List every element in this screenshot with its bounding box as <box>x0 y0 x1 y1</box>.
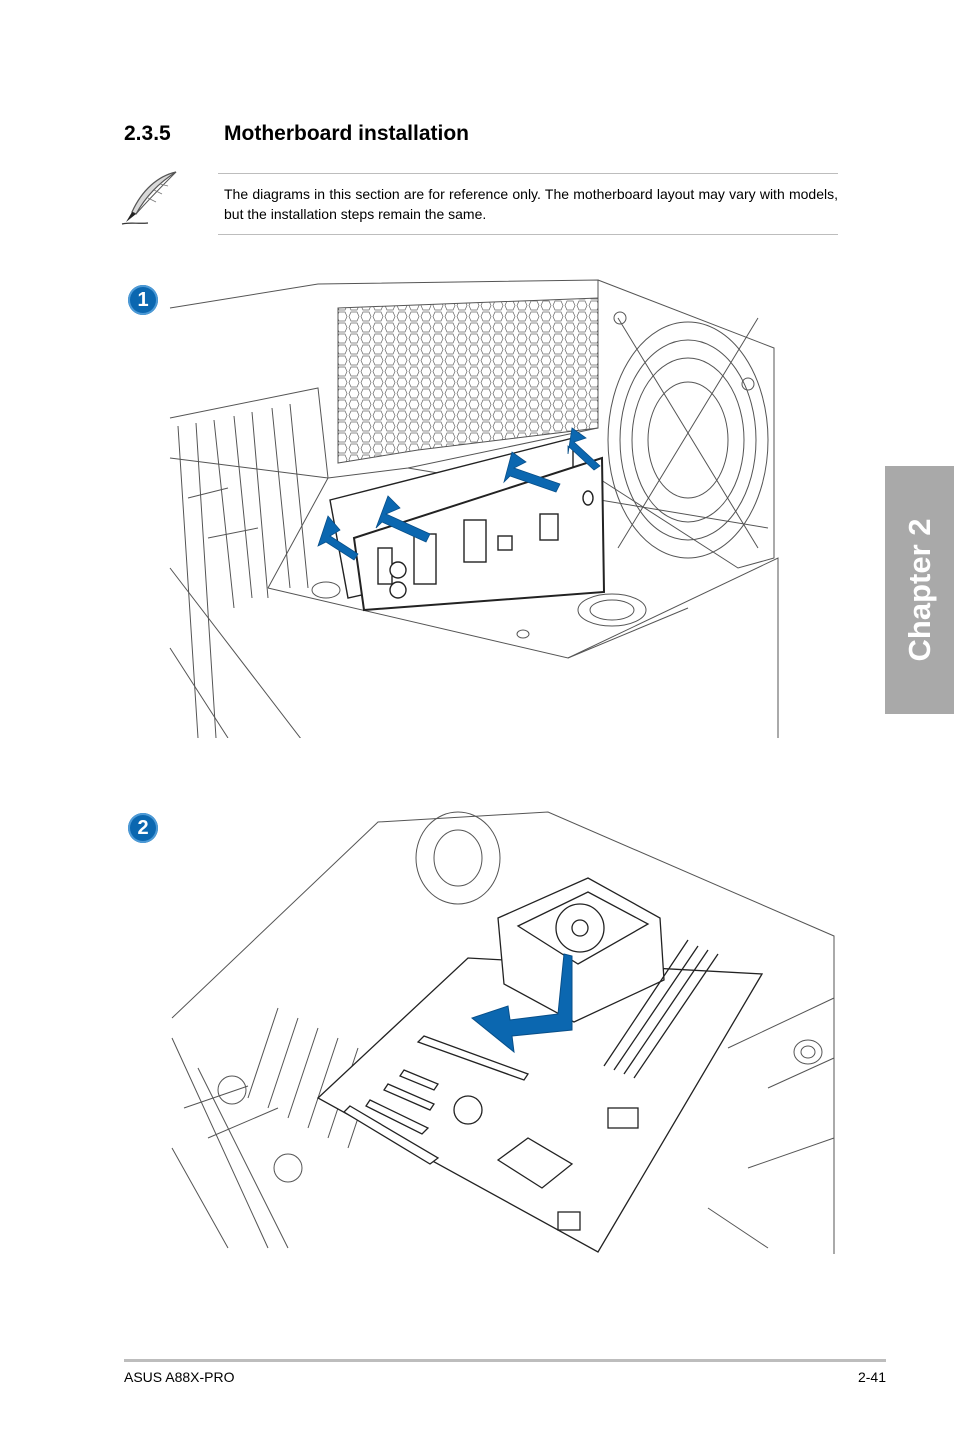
chapter-tab-label: Chapter 2 <box>901 518 937 662</box>
note-text: The diagrams in this section are for ref… <box>224 186 838 222</box>
step-2-badge: 2 <box>128 813 158 843</box>
chapter-tab: Chapter 2 <box>885 466 954 714</box>
section-title: Motherboard installation <box>224 122 470 145</box>
io-shield-installation-diagram <box>169 279 779 738</box>
footer-divider <box>124 1359 886 1362</box>
motherboard-placement-diagram <box>171 811 835 1254</box>
note-bottom-divider <box>218 234 838 235</box>
section-number: 2.3.5 <box>124 122 171 145</box>
step-1-badge: 1 <box>128 285 158 315</box>
feather-pen-icon <box>118 168 182 230</box>
footer-product-name: ASUS A88X-PRO <box>124 1369 235 1385</box>
note-top-divider <box>218 173 838 174</box>
footer-page-number: 2-41 <box>857 1369 886 1385</box>
